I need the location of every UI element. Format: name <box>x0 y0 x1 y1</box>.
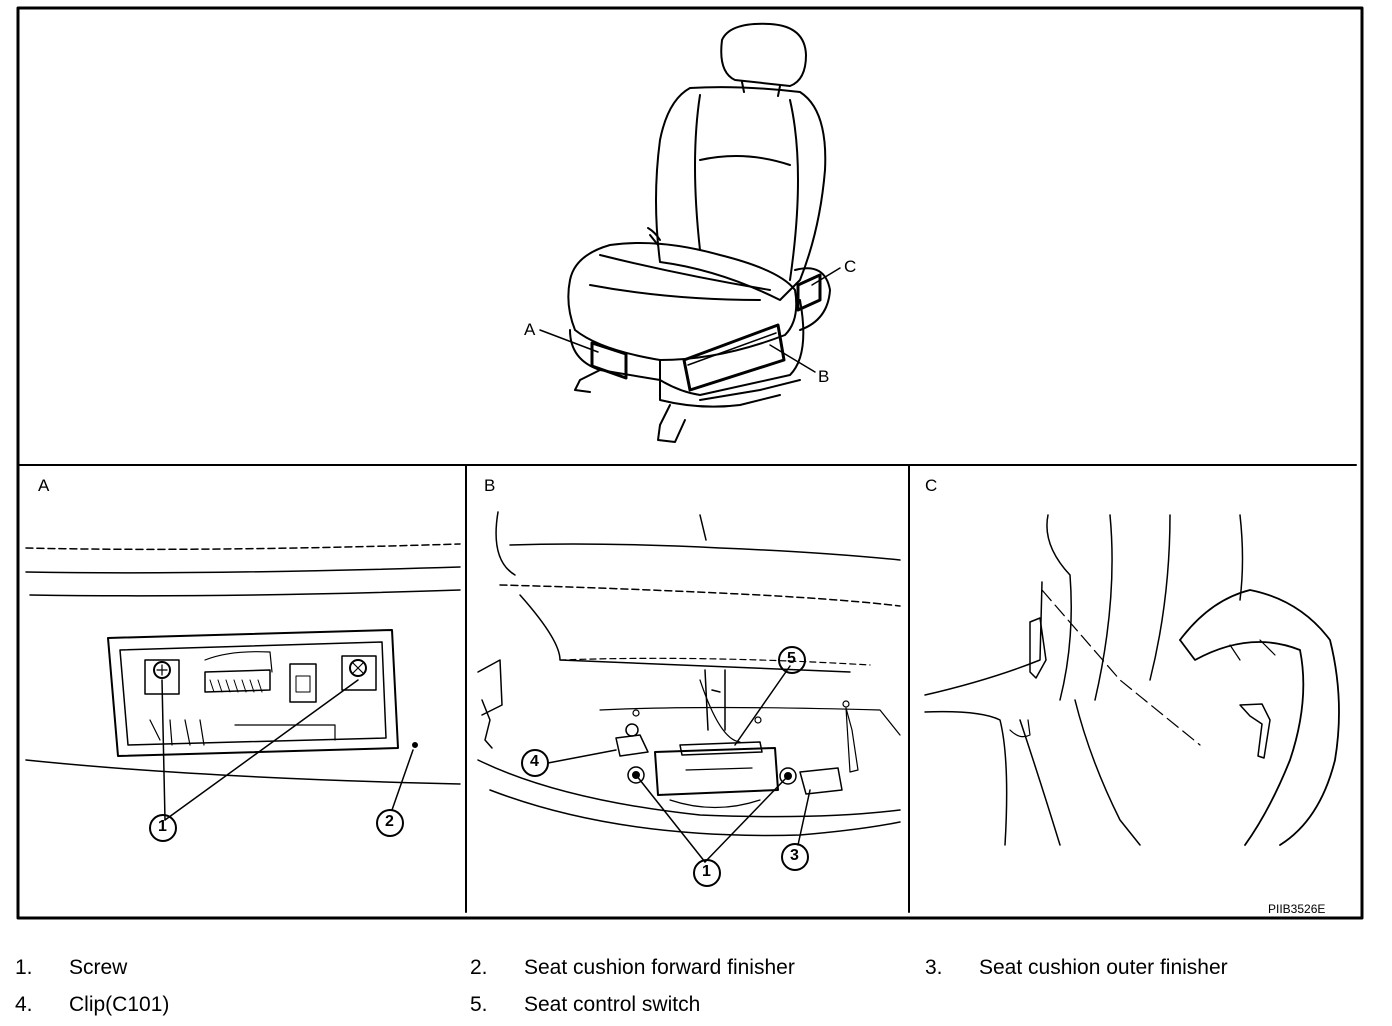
legend-num-4: 4. <box>15 993 33 1016</box>
legend-row-1: 1. Screw 2. Seat cushion forward finishe… <box>0 956 1392 984</box>
figure-code: PIIB3526E <box>1268 902 1326 916</box>
legend-text-1: Screw <box>69 956 128 979</box>
overview-callout-a: A <box>524 320 536 339</box>
panel-b-drawing <box>477 511 901 887</box>
callout-b-4: 4 <box>530 753 539 770</box>
legend-text-3: Seat cushion outer finisher <box>979 956 1228 979</box>
legend-num-3: 3. <box>925 956 943 979</box>
legend-num-2: 2. <box>470 956 488 979</box>
legend-text-5: Seat control switch <box>524 993 701 1016</box>
callout-a-1: 1 <box>158 818 167 835</box>
callout-b-1: 1 <box>702 863 711 880</box>
callout-b-5: 5 <box>787 650 796 667</box>
overview-callout-b: B <box>818 367 830 386</box>
overview-callout-c: C <box>844 257 857 276</box>
callout-b-3: 3 <box>790 847 799 864</box>
legend-num-5: 5. <box>470 993 488 1016</box>
outer-frame <box>16 6 1364 920</box>
legend-num-1: 1. <box>15 956 33 979</box>
panel-c-title: C <box>925 476 938 495</box>
legend-text-4: Clip(C101) <box>69 993 170 1016</box>
diagram-svg <box>16 6 1364 920</box>
panel-c-drawing <box>924 514 1340 846</box>
diagram-figure: A B C A B C 1 2 4 5 1 3 PIIB3526E <box>16 6 1364 920</box>
legend-row-2: 4. Clip(C101) 5. Seat control switch <box>0 993 1392 1021</box>
panel-a-drawing <box>25 543 461 842</box>
callout-a-2: 2 <box>385 813 394 830</box>
panel-b-title: B <box>484 476 496 495</box>
panel-a-title: A <box>38 476 50 495</box>
legend-text-2: Seat cushion forward finisher <box>524 956 795 979</box>
seat-overview-drawing <box>539 22 841 443</box>
